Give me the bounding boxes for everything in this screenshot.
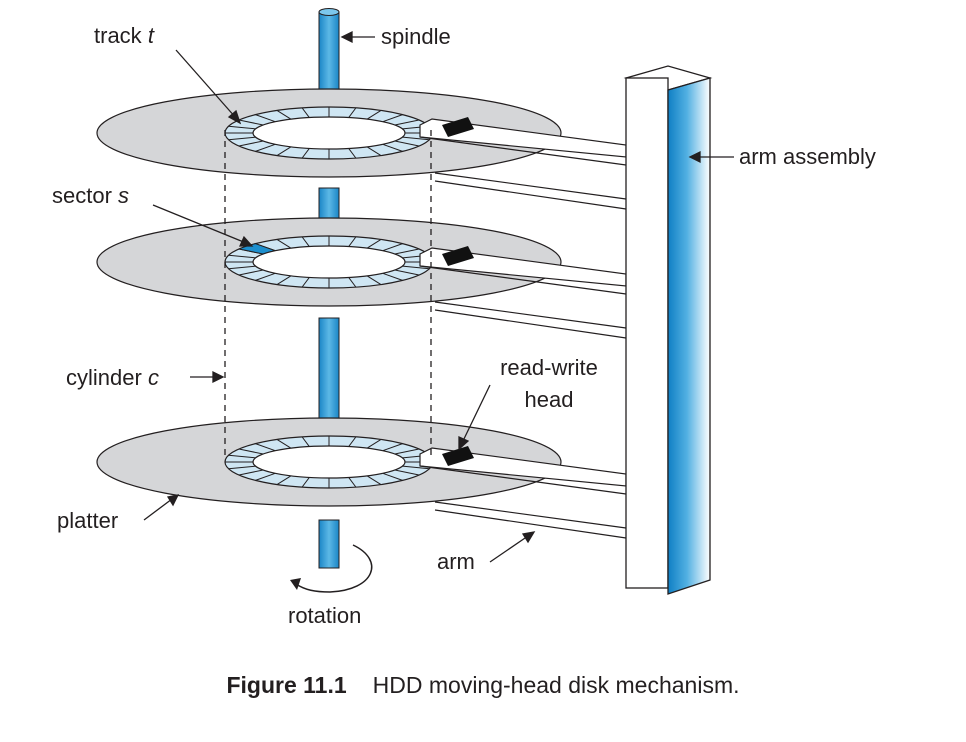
sector-divider (366, 146, 382, 156)
sector-divider (255, 272, 276, 281)
figure-caption-text: HDD moving-head disk mechanism. (372, 672, 740, 698)
sector-divider (228, 136, 256, 141)
sector-divider (276, 239, 292, 249)
arm-assembly-column (623, 65, 713, 595)
sector-divider (348, 436, 357, 447)
sector-divider (402, 136, 430, 141)
sector-divider (301, 236, 310, 247)
sector-divider (382, 143, 403, 152)
spindle-label: spindle (381, 24, 451, 49)
sector-divider (276, 475, 292, 485)
sector-divider (301, 477, 310, 488)
sector-divider (238, 119, 264, 126)
sector-divider (228, 254, 256, 259)
labels: track t spindle arm assembly sector s cy… (52, 23, 876, 628)
sector-divider (238, 140, 264, 147)
read-write-head (442, 446, 474, 466)
platter (96, 217, 562, 307)
sector-divider (228, 125, 256, 130)
sector-divider (366, 110, 382, 120)
sector-divider (276, 275, 292, 285)
sector-label: sector s (52, 183, 129, 208)
sector-divider (394, 140, 420, 147)
sector-divider (301, 107, 310, 118)
sector-divider (366, 439, 382, 449)
sector-divider (301, 436, 310, 447)
figure-number: Figure 11.1 (226, 672, 347, 698)
sector-divider (255, 443, 276, 452)
sector-divider (366, 239, 382, 249)
cylinder-outline (224, 130, 432, 460)
sector-divider (382, 272, 403, 281)
sector-divider (394, 469, 420, 476)
read-write-head (442, 246, 474, 266)
read-write-head-label-line1: read-write (500, 355, 598, 380)
sector-divider (382, 243, 403, 252)
sector-divider (301, 148, 310, 159)
sector-divider (348, 236, 357, 247)
sector-divider (402, 265, 430, 270)
arm-assembly-label: arm assembly (739, 144, 876, 169)
read-write-head-label-line2: head (525, 387, 574, 412)
platter (96, 88, 562, 178)
platter (96, 417, 562, 507)
sector-divider (382, 114, 403, 123)
sector-divider (228, 265, 256, 270)
sector-divider (366, 475, 382, 485)
arm (419, 446, 627, 539)
figure-caption: Figure 11.1 HDD moving-head disk mechanis… (0, 672, 966, 699)
sector-divider (276, 146, 292, 156)
sector-divider (238, 448, 264, 455)
leader-lines (143, 30, 734, 563)
sector-divider (402, 465, 430, 470)
sector-divider (348, 477, 357, 488)
sector-divider (301, 277, 310, 288)
platter-label: platter (57, 508, 118, 533)
sector-divider (382, 443, 403, 452)
cylinder-label: cylinder c (66, 365, 159, 390)
sector-divider (394, 448, 420, 455)
sector-divider (348, 277, 357, 288)
sector-divider (348, 107, 357, 118)
track-label: track t (94, 23, 155, 48)
sector-divider (382, 472, 403, 481)
rotation-arrow (290, 544, 373, 593)
rotation-label: rotation (288, 603, 361, 628)
sector-divider (255, 114, 276, 123)
read-write-head (442, 117, 474, 137)
sector-divider (394, 269, 420, 276)
sector-divider (394, 119, 420, 126)
arm (419, 117, 627, 210)
sector-divider (276, 110, 292, 120)
sector-divider (366, 275, 382, 285)
arm-stack (419, 117, 627, 539)
sector-divider (255, 472, 276, 481)
arm-label: arm (437, 549, 475, 574)
sector-divider (394, 248, 420, 255)
sector-divider (348, 148, 357, 159)
sector-divider (238, 469, 264, 476)
platter-stack (96, 88, 562, 507)
sector-divider (238, 269, 264, 276)
sector-divider (228, 465, 256, 470)
sector-divider (255, 143, 276, 152)
sector-divider (228, 454, 256, 459)
sector-divider (276, 439, 292, 449)
